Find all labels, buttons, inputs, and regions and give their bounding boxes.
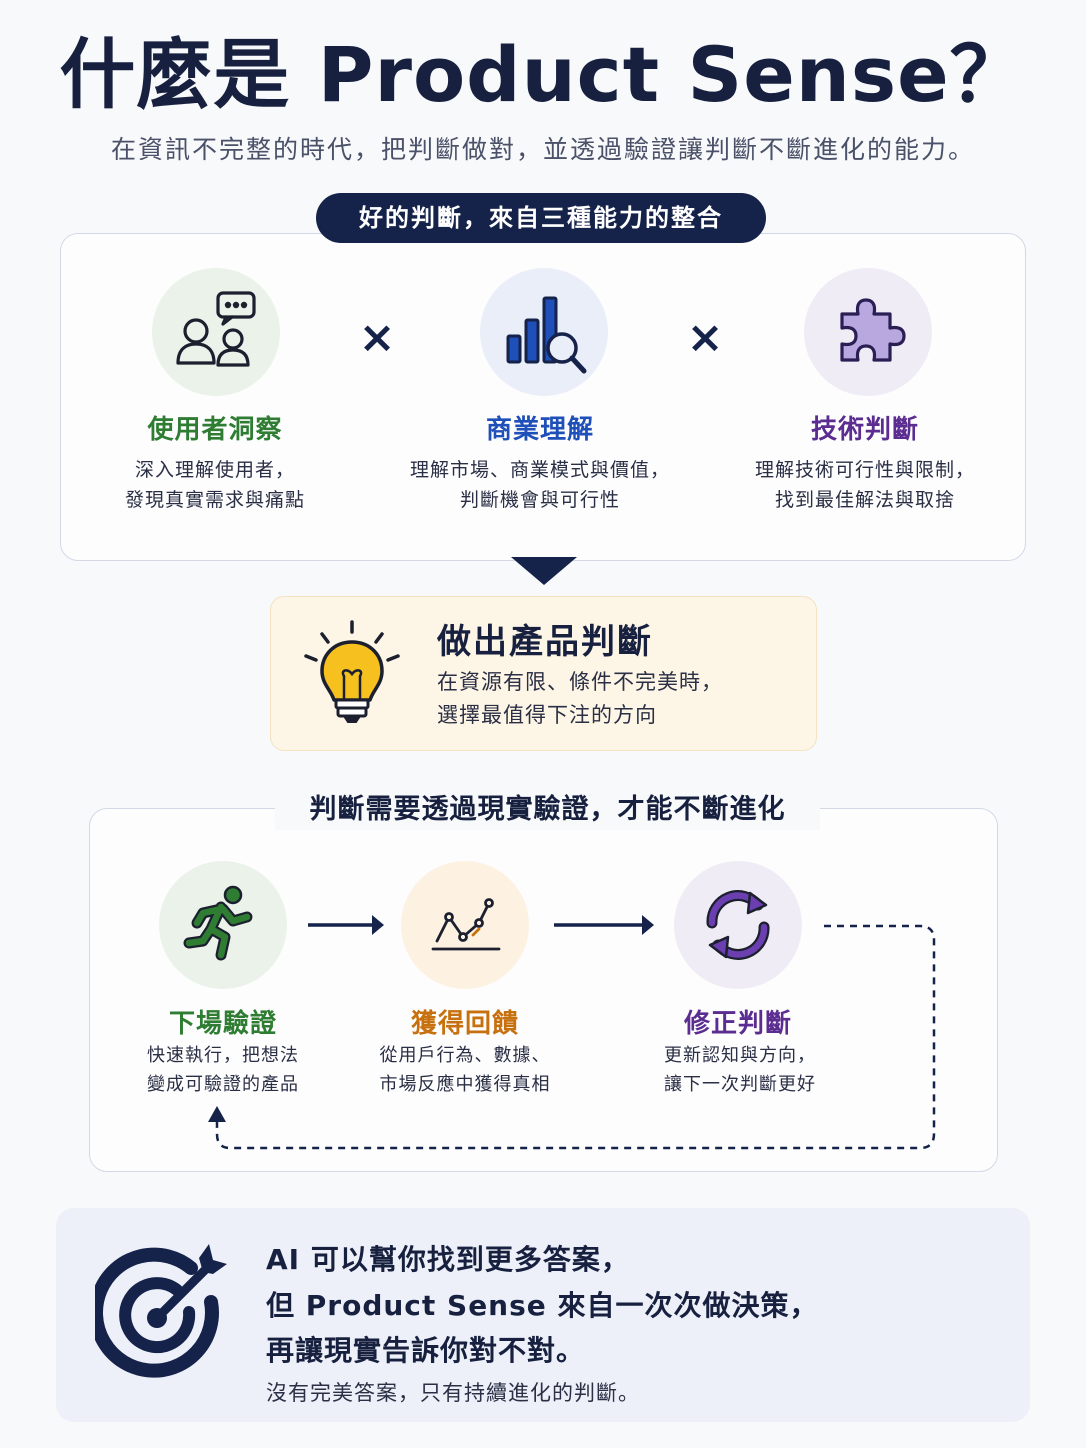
closing-line: 再讓現實告訴你對不對。 <box>266 1334 586 1367</box>
closing-line: 但 Product Sense 來自一次次做決策， <box>266 1289 819 1322</box>
step-title: 修正判斷 <box>683 1009 792 1039</box>
line-chart-icon <box>401 861 529 989</box>
multiply-sign: × <box>358 312 396 363</box>
lightbulb-icon <box>300 618 404 732</box>
ability-title: 使用者洞察 <box>147 415 283 445</box>
down-arrow-icon <box>511 557 577 585</box>
puzzle-icon <box>804 268 932 396</box>
decision-title: 做出產品判斷 <box>437 622 653 662</box>
refresh-cycle-icon <box>674 861 802 989</box>
bar-chart-search-icon <box>480 268 608 396</box>
feedback-loop-arrow-icon <box>208 924 936 1150</box>
users-chat-icon <box>152 268 280 396</box>
target-arrow-icon <box>88 1240 235 1384</box>
page-subtitle: 在資訊不完整的時代，把判斷做對，並透過驗證讓判斷不斷進化的能力。 <box>110 135 975 164</box>
ability-desc: 理解技術可行性與限制，找到最佳解法與取捨 <box>754 459 975 511</box>
closing-line: AI 可以幫你找到更多答案， <box>266 1243 630 1276</box>
multiply-sign: × <box>686 312 724 363</box>
step-desc: 從用戶行為、數據、市場反應中獲得真相 <box>379 1045 551 1095</box>
ability-desc: 理解市場、商業模式與價值，判斷機會與可行性 <box>409 459 670 511</box>
abilities-badge: 好的判斷，來自三種能力的整合 <box>316 193 766 243</box>
ability-title: 技術判斷 <box>810 415 919 445</box>
step-desc: 快速執行，把想法變成可驗證的產品 <box>147 1045 299 1095</box>
right-arrow-icon <box>308 915 384 935</box>
page-title: 什麼是 Product Sense？ <box>59 30 1027 119</box>
right-arrow-icon <box>554 915 654 935</box>
step-title: 獲得回饋 <box>410 1009 519 1039</box>
ability-title: 商業理解 <box>485 415 594 445</box>
step-title: 下場驗證 <box>168 1009 277 1039</box>
closing-subtext: 沒有完美答案，只有持續進化的判斷。 <box>266 1381 640 1405</box>
ability-desc: 深入理解使用者，發現真實需求與痛點 <box>124 459 305 511</box>
validation-loop-title: 判斷需要透過現實驗證，才能不斷進化 <box>275 790 820 830</box>
decision-desc: 在資源有限、條件不完美時，選擇最值得下注的方向 <box>437 670 723 727</box>
running-person-icon <box>159 861 287 989</box>
validation-loop-panel <box>89 808 998 1172</box>
step-desc: 更新認知與方向，讓下一次判斷更好 <box>664 1045 816 1095</box>
